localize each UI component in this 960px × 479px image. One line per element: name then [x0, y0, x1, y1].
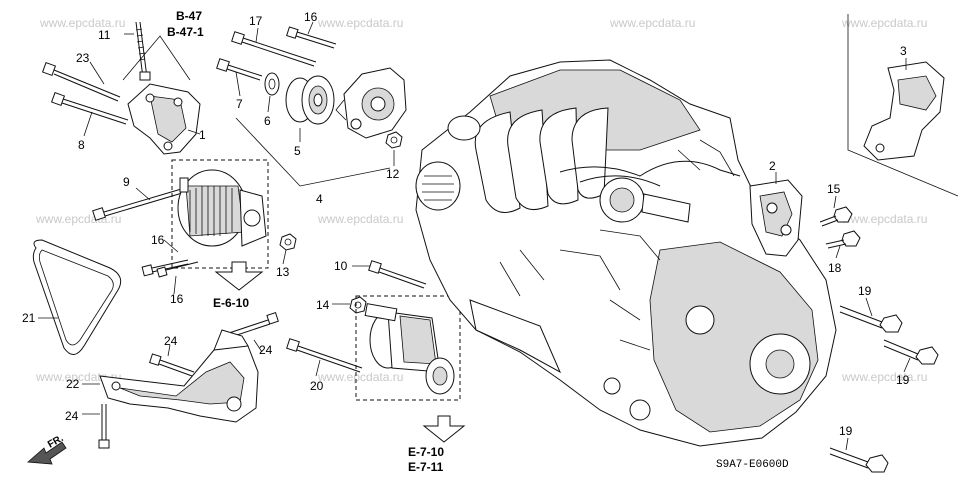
- callout-14: 14: [316, 298, 330, 312]
- callout-15: 15: [827, 182, 841, 196]
- watermark: www.epcdata.ru: [609, 16, 695, 30]
- callout-17: 17: [249, 14, 263, 28]
- bolt-19-c: [829, 447, 889, 473]
- bolt-23: [41, 61, 121, 102]
- engine-assembly: [415, 59, 837, 447]
- watermark: www.epcdata.ru: [841, 370, 927, 384]
- ref-b47-1: B-47-1: [167, 25, 204, 39]
- callout-10: 10: [334, 259, 348, 273]
- bracket-1: [127, 83, 201, 155]
- bracket-3: [863, 61, 945, 161]
- diagram-code: S9A7‐E0600D: [716, 459, 789, 471]
- watermark: www.epcdata.ru: [317, 212, 403, 226]
- bolt-16-alt-b: [156, 261, 199, 278]
- callout-22: 22: [66, 377, 80, 391]
- bolt-10: [368, 260, 427, 289]
- watermark: www.epcdata.ru: [35, 370, 121, 384]
- ref-e6-10: E-6-10: [213, 296, 249, 310]
- starter-dashed-box: [355, 295, 461, 401]
- ref-e7-10: E-7-10: [408, 445, 444, 459]
- nut-13: [279, 233, 297, 251]
- bolt-18: [825, 230, 861, 249]
- callout-16-alt: 16: [151, 233, 165, 247]
- watermark: www.epcdata.ru: [317, 370, 403, 384]
- bolt-19-b: [883, 339, 939, 365]
- ref-arrow-e710: [422, 415, 466, 443]
- callout-20: 20: [310, 379, 324, 393]
- bracket-3-frame: [847, 14, 959, 197]
- callout-4: 4: [316, 192, 323, 206]
- compressor-bracket-22: [99, 329, 259, 423]
- bolt-17: [231, 31, 317, 67]
- callout-11: 11: [98, 28, 111, 42]
- callout-19-c: 19: [839, 424, 853, 438]
- drive-belt-21: [32, 239, 122, 355]
- ref-e7-11: E-7-11: [408, 460, 444, 474]
- bolt-16-alt: [141, 259, 189, 277]
- callout-23: 23: [76, 51, 90, 65]
- ref-arrow-e610: [214, 261, 264, 291]
- starter-motor: [364, 303, 455, 395]
- bolt-16: [286, 26, 337, 49]
- bolt-8: [50, 91, 129, 125]
- tensioner-assembly: [335, 67, 407, 139]
- callout-bracket-line: [122, 35, 191, 81]
- callout-24-vertical: 24: [65, 409, 79, 423]
- bolt-24-top: [225, 312, 279, 339]
- alternator-dashed-box: [171, 159, 269, 269]
- bolt-19-a: [839, 305, 903, 333]
- callout-12: 12: [386, 167, 400, 181]
- bolt-20: [286, 338, 363, 373]
- bracket-2: [749, 179, 803, 257]
- callout-19-b: 19: [896, 373, 910, 387]
- idler-pulley-5: [285, 75, 335, 125]
- bolt-24-vertical: [98, 404, 110, 449]
- callout-24-mid: 24: [164, 334, 178, 348]
- callout-18: 18: [828, 261, 842, 275]
- watermark: www.epcdata.ru: [39, 16, 125, 30]
- callout-9: 9: [123, 175, 130, 189]
- callout-2: 2: [769, 159, 776, 173]
- callout-13: 13: [276, 265, 290, 279]
- callout-16-top: 16: [304, 10, 318, 24]
- leader-line: [187, 129, 201, 135]
- callout-3: 3: [900, 44, 907, 58]
- nut-12: [385, 131, 403, 149]
- callout-bracket-line: [235, 117, 391, 187]
- nut-14: [349, 296, 367, 314]
- leader-lines: [38, 21, 911, 451]
- washer-6: [264, 72, 280, 96]
- callout-labels: 1 2 3 4 5 6 7 8 9 10 11 12 13 14 15 16 1…: [22, 10, 910, 438]
- bolt-7: [216, 58, 263, 81]
- alternator: [177, 169, 267, 247]
- watermark: www.epcdata.ru: [841, 16, 927, 30]
- callout-1: 1: [199, 128, 206, 142]
- callout-24-top: 24: [259, 343, 273, 357]
- ref-b47: B-47: [176, 9, 202, 23]
- callout-5: 5: [294, 144, 301, 158]
- callout-6: 6: [264, 114, 271, 128]
- bolt-15: [819, 206, 853, 227]
- callout-19-a: 19: [858, 284, 872, 298]
- callout-21: 21: [22, 311, 36, 325]
- bolt-9: [92, 186, 190, 221]
- watermark: www.epcdata.ru: [35, 212, 121, 226]
- callout-8: 8: [78, 138, 85, 152]
- front-arrow: FR.: [27, 433, 67, 465]
- stud-11: [135, 21, 151, 81]
- callout-16-alt-b: 16: [170, 292, 184, 306]
- callout-7: 7: [236, 97, 243, 111]
- watermark: www.epcdata.ru: [317, 16, 403, 30]
- watermark: www.epcdata.ru: [841, 212, 927, 226]
- bolt-24-mid: [149, 353, 195, 377]
